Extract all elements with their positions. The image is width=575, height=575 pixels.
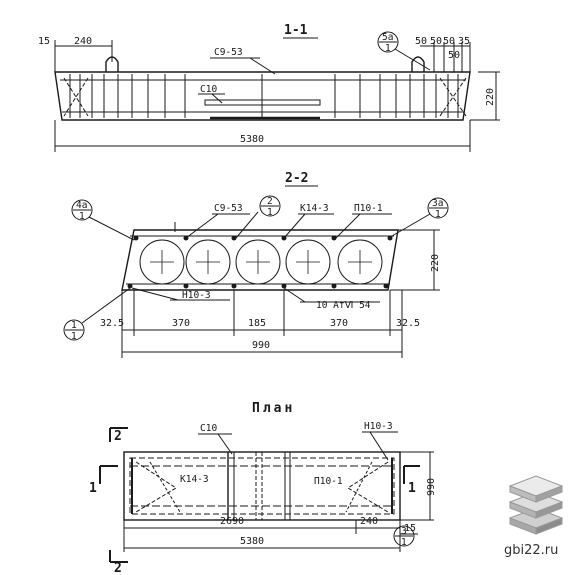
dim-2690: 2690 [220,516,244,527]
label-c9-53-2: С9-53 [214,203,243,214]
callout-3-den: 1 [401,537,407,548]
label-p10-1-plan: П10-1 [314,476,343,487]
dim-15-plan: 15 [404,523,416,534]
callout-3 [393,525,415,547]
label-c10-plan: С10 [200,423,217,434]
section-1-1-title: 1-1 [284,23,308,38]
rebar-dots [127,235,393,289]
dim-length-5380: 5380 [240,134,264,145]
callout-2-num: 2 [267,196,273,207]
section-1-1 [54,31,500,152]
plan-title: План [252,401,295,416]
hollow-cores [139,239,383,285]
dim-50-c: 50 [443,36,455,47]
label-n10-3-plan: Н10-3 [364,421,393,432]
section-mark-2-top: 2 [114,429,122,444]
dim-240: 240 [74,36,92,47]
section-plan [99,427,434,563]
section-2-2-title: 2-2 [285,171,308,186]
stirrups-right [334,74,459,118]
section-mark-1-right: 1 [408,481,416,496]
label-n10-3: Н10-3 [182,290,211,301]
callout-4a-den: 1 [79,211,85,222]
section-2-2 [63,185,449,358]
callout-3a [427,197,449,219]
dim-15: 15 [38,36,50,47]
gbi22-logo-icon [508,475,564,535]
label-k14-3: К14-3 [300,203,329,214]
slab-cross-section [121,229,399,291]
dim-32-5-right: 32.5 [396,318,420,329]
label-10-atv-54: 10 АтⅥ 54 [316,300,371,311]
dim-370-left: 370 [172,318,190,329]
callout-5a-den: 1 [385,43,391,54]
callout-3a-den: 1 [435,209,441,220]
stirrups-left [69,74,186,118]
dim-185: 185 [248,318,266,329]
callout-4a [71,199,93,221]
dim-width-990: 990 [252,340,270,351]
section-mark-1-left: 1 [89,481,97,496]
label-k14-3-plan: К14-3 [180,474,209,485]
dim-width-990-plan: 990 [426,478,437,496]
callout-5a [377,31,399,53]
label-p10-1: П10-1 [354,203,383,214]
callout-3a-num: 3а [432,198,443,209]
bar-c10-1-1 [204,99,321,106]
dim-50-b: 50 [430,36,442,47]
dim-height-220-2: 220 [430,254,441,272]
dim-50-a: 50 [415,36,427,47]
callout-1 [63,319,85,341]
dim-height-220: 220 [485,88,496,106]
callout-2 [259,195,281,217]
callout-5a-num: 5а [382,32,393,43]
dim-length-5380-plan: 5380 [240,536,264,547]
section-mark-2-bottom: 2 [114,561,122,575]
lifting-loop-right [411,56,425,72]
callout-2-den: 1 [267,207,273,218]
callout-1-num: 1 [71,320,77,331]
dim-240-plan: 240 [360,516,378,527]
slab-side-outline [54,71,471,121]
callout-4a-num: 4а [76,200,87,211]
dim-50-d: 50 [448,50,460,61]
label-c10: С10 [200,84,217,95]
dim-35: 35 [458,36,470,47]
dim-370-right: 370 [330,318,348,329]
watermark-text: gbi22.ru [504,543,558,558]
dim-32-5-left: 32.5 [100,318,124,329]
callout-3-num: 3 [401,526,407,537]
label-c9-53: С9-53 [214,47,243,58]
callout-1-den: 1 [71,331,77,342]
